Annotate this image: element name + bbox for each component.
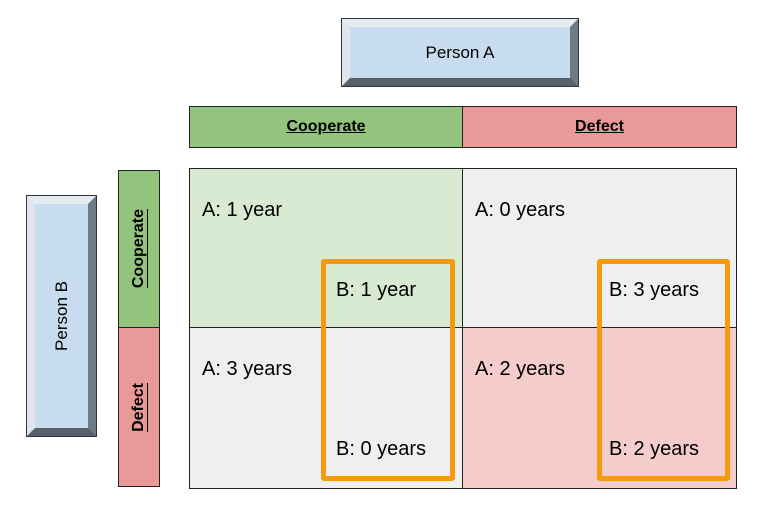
column-header-defect: Defect — [462, 106, 737, 148]
row-header-cooperate: Cooperate — [118, 170, 160, 328]
cell-cooperate-cooperate: A: 1 year B: 1 year — [190, 169, 463, 328]
person-a-box: Person A — [341, 18, 579, 87]
person-b-box: Person B — [26, 195, 97, 437]
grid-divider-horizontal — [190, 327, 736, 328]
cell-payoff-b: B: 1 year — [336, 279, 417, 301]
row-header-defect-label: Defect — [130, 382, 147, 432]
highlight-box-b-defect-column — [597, 259, 730, 481]
person-a-label: Person A — [425, 42, 495, 62]
cell-payoff-a: A: 0 years — [475, 199, 566, 221]
cell-payoff-a: A: 3 years — [202, 358, 293, 380]
grid-divider-vertical — [462, 169, 463, 488]
column-header-cooperate-label: Cooperate — [286, 118, 366, 135]
row-header-defect: Defect — [118, 327, 160, 487]
cell-cooperate-defect: A: 0 years B: 3 years — [463, 169, 736, 328]
cell-payoff-a: A: 1 year — [202, 199, 283, 221]
cell-payoff-b: B: 2 years — [609, 438, 700, 460]
column-header-defect-label: Defect — [575, 118, 624, 135]
cell-payoff-b: B: 3 years — [609, 279, 700, 301]
highlight-box-b-cooperate-column — [321, 259, 455, 481]
row-header-cooperate-label: Cooperate — [130, 209, 147, 289]
column-header-cooperate: Cooperate — [189, 106, 463, 148]
person-b-label: Person B — [51, 281, 71, 351]
cell-defect-cooperate: A: 3 years B: 0 years — [190, 328, 463, 488]
cell-payoff-b: B: 0 years — [336, 438, 427, 460]
cell-payoff-a: A: 2 years — [475, 358, 566, 380]
